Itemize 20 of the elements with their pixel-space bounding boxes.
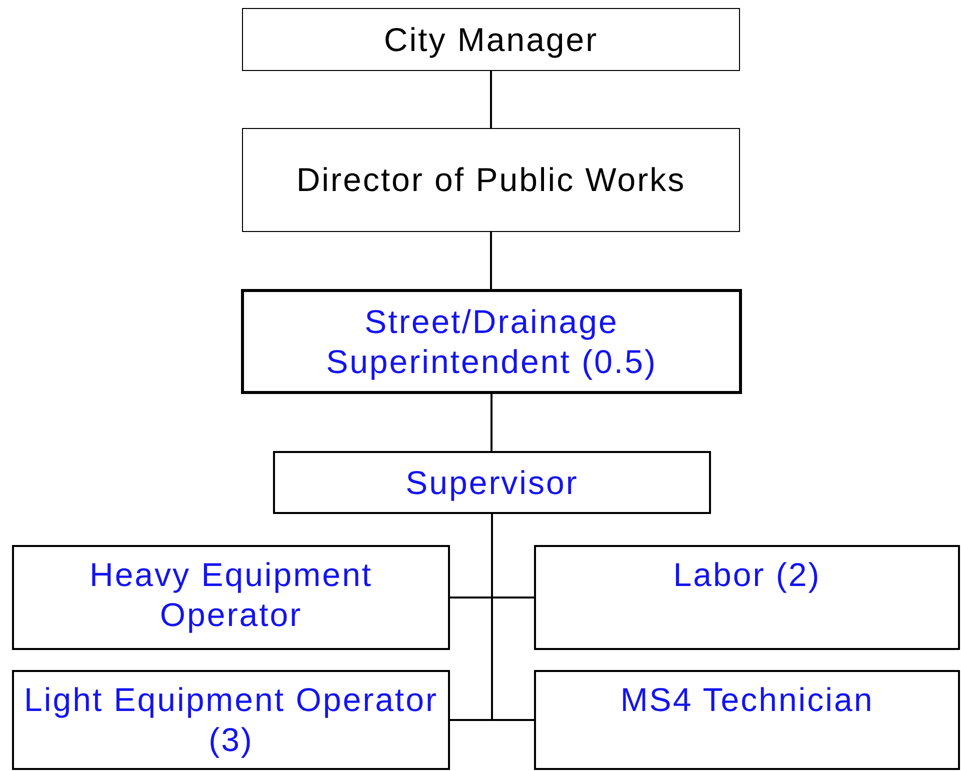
position-box — [242, 8, 740, 71]
position-box — [12, 670, 450, 770]
position-title: City Manager — [384, 20, 598, 60]
position-title: Light Equipment Operator (3) — [23, 680, 439, 760]
position-box — [534, 545, 960, 650]
position-box — [241, 289, 742, 394]
position-title: Heavy Equipment Operator — [88, 555, 374, 635]
connector-line — [490, 394, 492, 451]
position-box — [534, 670, 960, 770]
position-title: Supervisor — [406, 462, 578, 502]
position-title: Director of Public Works — [296, 160, 686, 200]
connector-line — [490, 71, 492, 128]
position-title: Street/Drainage Superintendent (0.5) — [325, 302, 658, 382]
position-title: MS4 Technician — [620, 680, 874, 720]
connector-line — [490, 232, 492, 289]
position-box — [242, 128, 740, 232]
position-title: Labor (2) — [673, 555, 821, 595]
position-box — [273, 451, 711, 514]
position-box — [12, 545, 450, 650]
connector-line — [491, 514, 534, 721]
